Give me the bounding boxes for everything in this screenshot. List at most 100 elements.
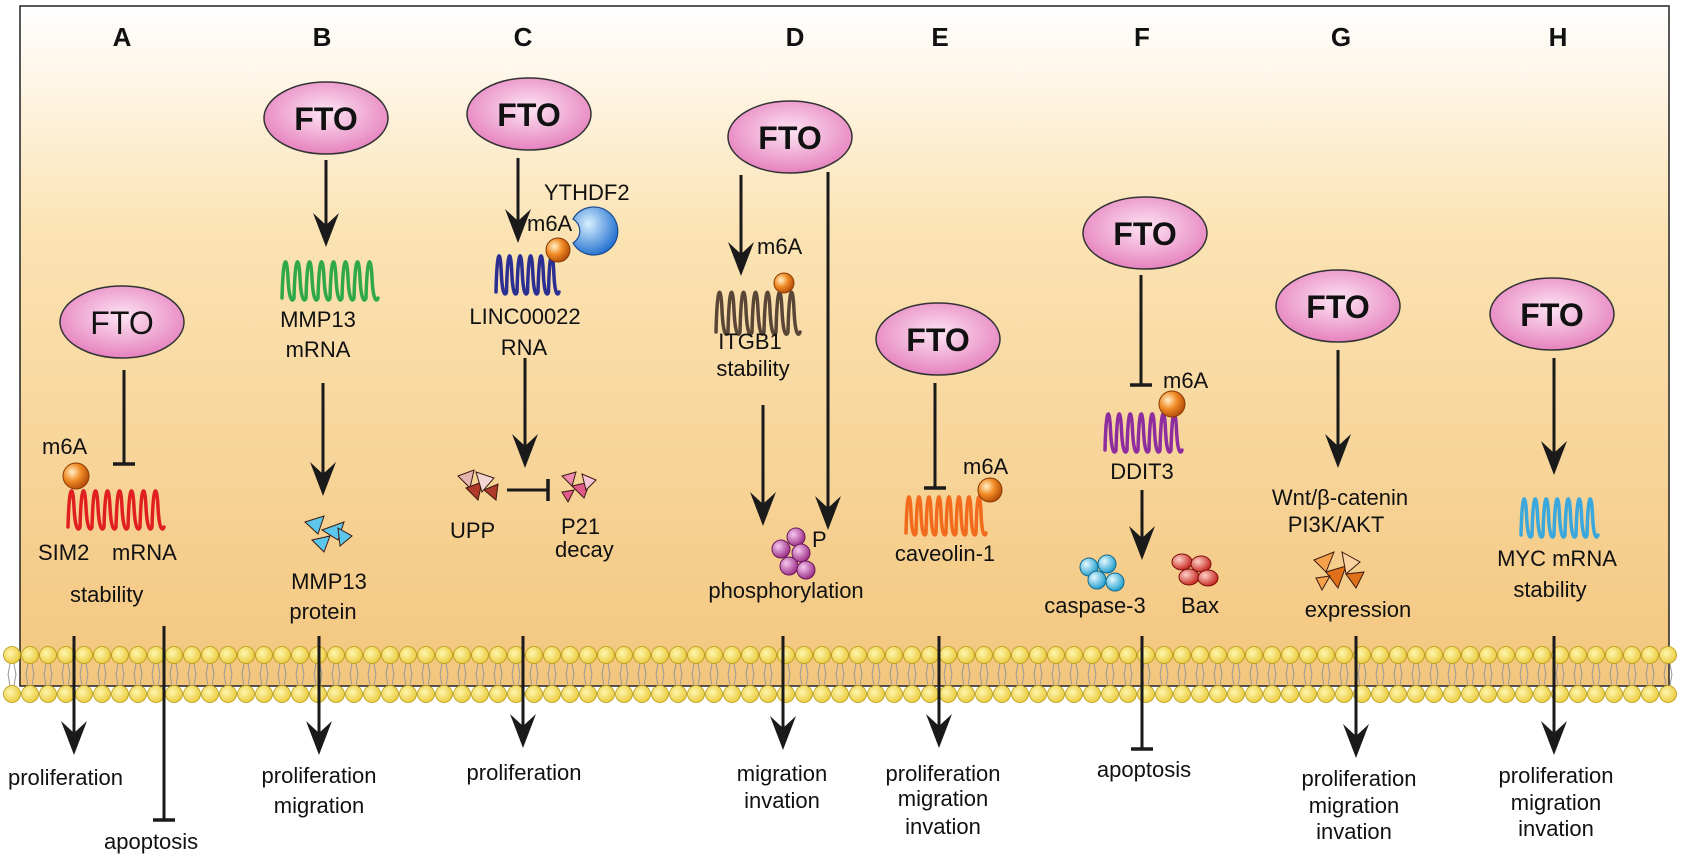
fto-nodes: FTO FTO FTO FTO FTO FTO FTO FTO xyxy=(59,77,1615,376)
lipid-head xyxy=(39,646,57,664)
mmp13-protein-label-2: protein xyxy=(289,599,356,624)
outcome-invation-h: invation xyxy=(1518,816,1594,841)
lipid-head xyxy=(165,646,183,664)
lipid-head xyxy=(363,646,381,664)
panel-d: m6A ITGB1 stability P phosphorylation mi… xyxy=(708,234,863,813)
lipid-head xyxy=(255,646,273,664)
fto-node-d: FTO xyxy=(727,100,853,174)
m6a-dot-a xyxy=(62,462,90,490)
lipid-head xyxy=(903,646,921,664)
inhibit-fto-caveolin xyxy=(924,383,946,490)
bax-label: Bax xyxy=(1181,593,1219,618)
lipid-head xyxy=(777,646,795,664)
lipid-head xyxy=(651,646,669,664)
lipid-head xyxy=(183,646,201,664)
outcome-proliferation-a: proliferation xyxy=(8,765,123,790)
outcome-migration-h: migration xyxy=(1511,790,1601,815)
inhibit-upp-p21 xyxy=(507,479,550,501)
lipid-head xyxy=(1191,646,1209,664)
arrow-proliferation-c xyxy=(510,636,536,748)
lipid-head xyxy=(921,646,939,664)
lipid-head xyxy=(291,646,309,664)
outcome-proliferation-e: proliferation xyxy=(886,761,1001,786)
bax-icon xyxy=(1171,553,1219,587)
ddit3-mrna-icon xyxy=(1103,412,1184,454)
lipid-head xyxy=(1155,646,1173,664)
lipid-head xyxy=(1083,685,1101,703)
lipid-head xyxy=(849,685,867,703)
lipid-head xyxy=(525,685,543,703)
caveolin-mrna-icon xyxy=(904,495,988,537)
lipid-head xyxy=(1227,646,1245,664)
mmp13-mrna-label-2: mRNA xyxy=(286,337,351,362)
fto-node-e: FTO xyxy=(875,302,1001,376)
stability-label-a: stability xyxy=(70,582,143,607)
panel-letter-d: D xyxy=(786,22,805,52)
lipid-head xyxy=(147,646,165,664)
panel-letter-g: G xyxy=(1331,22,1351,52)
arrow-linc-upp xyxy=(512,358,538,468)
lipid-head xyxy=(1263,646,1281,664)
lipid-head xyxy=(903,685,921,703)
arrow-migration-d xyxy=(770,636,796,750)
lipid-head xyxy=(1281,646,1299,664)
lipid-head xyxy=(3,646,21,664)
svg-text:FTO: FTO xyxy=(906,322,969,358)
arrow-fto-mmp13 xyxy=(313,160,339,247)
svg-text:FTO: FTO xyxy=(497,97,560,133)
lipid-head xyxy=(381,685,399,703)
lipid-head xyxy=(1137,685,1155,703)
lipid-head xyxy=(1479,685,1497,703)
lipid-head xyxy=(813,646,831,664)
lipid-head xyxy=(1101,646,1119,664)
arrow-proliferation-a xyxy=(61,636,87,755)
m6a-dot-f xyxy=(1158,390,1186,418)
arrow-proliferation-b xyxy=(306,636,332,755)
arrow-proliferation-h xyxy=(1541,636,1567,755)
lipid-head xyxy=(1569,646,1587,664)
arrow-mmp13-protein xyxy=(310,383,336,496)
lipid-head xyxy=(1605,646,1623,664)
lipid-head xyxy=(201,685,219,703)
ythdf2-label: YTHDF2 xyxy=(544,180,630,205)
lipid-head xyxy=(255,685,273,703)
expression-label: expression xyxy=(1305,597,1411,622)
lipid-head xyxy=(1137,646,1155,664)
myc-mrna-label: MYC mRNA xyxy=(1497,546,1617,571)
decay-label: decay xyxy=(555,537,614,562)
lipid-head xyxy=(3,685,21,703)
lipid-head xyxy=(741,646,759,664)
linc00022-label: LINC00022 xyxy=(469,304,580,329)
lipid-head xyxy=(1605,685,1623,703)
lipid-head xyxy=(1065,646,1083,664)
lipid-head xyxy=(1659,646,1677,664)
lipid-head xyxy=(1299,685,1317,703)
pathway-wnt-label: Wnt/β-catenin xyxy=(1272,485,1408,510)
m6a-label-d: m6A xyxy=(757,234,803,259)
lipid-head xyxy=(1371,685,1389,703)
arrow-fto-myc xyxy=(1541,358,1567,475)
lipid-head xyxy=(111,646,129,664)
lipid-head xyxy=(975,685,993,703)
lipid-head xyxy=(201,646,219,664)
lipid-head xyxy=(471,646,489,664)
outcome-invation-g: invation xyxy=(1316,819,1392,844)
rna-label-c: RNA xyxy=(501,335,548,360)
m6a-label-e: m6A xyxy=(963,454,1009,479)
lipid-head xyxy=(831,685,849,703)
lipid-head xyxy=(345,646,363,664)
lipid-head xyxy=(435,685,453,703)
lipid-head xyxy=(453,646,471,664)
lipid-head xyxy=(1407,646,1425,664)
lipid-head xyxy=(1443,646,1461,664)
fto-node-c: FTO xyxy=(466,77,592,151)
arrow-fto-pathway xyxy=(1325,350,1351,468)
lipid-head xyxy=(1047,685,1065,703)
lipid-head xyxy=(831,646,849,664)
panel-h: MYC mRNA stability proliferation migrati… xyxy=(1497,546,1617,841)
lipid-head xyxy=(615,646,633,664)
lipid-head xyxy=(579,685,597,703)
arrow-fto-phospho xyxy=(815,172,841,530)
m6a-label-f: m6A xyxy=(1163,368,1209,393)
